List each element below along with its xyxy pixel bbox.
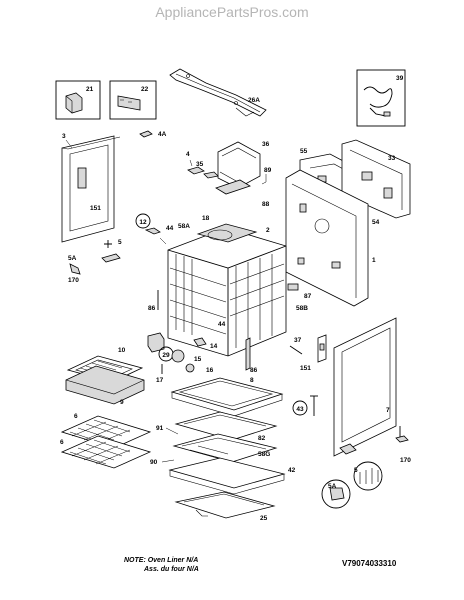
label-22: 22	[141, 86, 149, 93]
label-91: 91	[156, 425, 164, 432]
label-58G: 58G	[258, 451, 270, 458]
part-26A-bracket: 26A	[169, 68, 267, 117]
part-42-shield: 42	[168, 457, 296, 495]
part-5-5A-170-left: 5 5A 170	[68, 239, 122, 284]
label-37: 37	[294, 337, 302, 344]
label-44a: 44	[166, 225, 174, 232]
label-90: 90	[150, 459, 158, 466]
label-58A: 58A	[178, 223, 190, 230]
part-4A-clip: 4A	[139, 130, 167, 138]
part-12: 12 44	[135, 213, 174, 245]
part-14-17: 14 15 16 17	[156, 337, 218, 384]
diagram-code: V79074033310	[342, 559, 397, 568]
note-line-1: NOTE: Oven Liner N/A	[124, 557, 198, 564]
part-3-door: 3 151	[61, 133, 121, 243]
label-4: 4	[186, 151, 190, 158]
label-9: 9	[120, 399, 124, 406]
part-86-87-58B: 86 87 58B	[148, 283, 312, 312]
label-14: 14	[210, 343, 218, 350]
part-22-box: 22	[109, 80, 157, 120]
label-55: 55	[300, 148, 308, 155]
label-35: 35	[196, 161, 204, 168]
label-17: 17	[156, 377, 164, 384]
label-170b: 170	[400, 457, 411, 464]
label-26A: 26A	[248, 97, 260, 104]
label-3: 3	[62, 133, 66, 140]
part-58G-element: 58G 90	[150, 433, 278, 466]
part-9-pan-base: 9	[65, 365, 145, 406]
label-5A-left: 5A	[68, 255, 77, 262]
label-6a: 6	[74, 413, 78, 420]
part-43: 43	[292, 395, 318, 416]
label-87: 87	[304, 293, 312, 300]
label-15: 15	[194, 356, 202, 363]
part-37: 37	[289, 337, 303, 355]
label-39: 39	[396, 75, 404, 82]
part-89: 89	[261, 167, 272, 185]
part-39-box: 39	[356, 69, 406, 127]
label-2: 2	[266, 227, 270, 234]
label-18: 18	[202, 215, 210, 222]
part-4-35-brackets: 4 35	[186, 151, 219, 179]
label-5a: 5	[118, 239, 122, 246]
label-170a: 170	[68, 277, 79, 284]
part-25-plate: 25	[174, 491, 276, 522]
label-7: 7	[386, 407, 390, 414]
label-5A-right: 5A	[328, 483, 337, 490]
label-44b: 44	[218, 321, 226, 328]
label-1: 1	[372, 257, 376, 264]
label-151b: 151	[300, 365, 311, 372]
label-42: 42	[288, 467, 296, 474]
label-4A: 4A	[158, 131, 167, 138]
part-82-tray: 82 91	[156, 411, 278, 442]
label-43: 43	[296, 406, 304, 413]
label-33: 33	[388, 155, 396, 162]
label-151a: 151	[90, 205, 101, 212]
part-36-vent: 36	[215, 141, 270, 195]
label-82: 82	[258, 435, 266, 442]
label-10: 10	[118, 347, 126, 354]
note-line-2: Ass. du four N/A	[143, 566, 199, 573]
label-86b: 86	[250, 367, 258, 374]
label-12: 12	[139, 219, 147, 226]
site-watermark: AppliancePartsPros.com	[155, 4, 308, 20]
label-29: 29	[162, 352, 170, 359]
part-29: 29	[147, 332, 174, 362]
label-6b: 6	[60, 439, 64, 446]
part-1-back-panel: 1	[285, 169, 376, 307]
part-151b-bracket: 151	[300, 334, 327, 372]
label-5b: 5	[354, 467, 358, 474]
label-88: 88	[262, 201, 270, 208]
label-8: 8	[250, 377, 254, 384]
part-86b: 86	[245, 337, 258, 374]
part-6-oven-racks: 6 6	[60, 413, 152, 469]
label-25: 25	[260, 515, 268, 522]
part-8-bottom-tray: 8	[170, 377, 284, 417]
label-16: 16	[206, 367, 214, 374]
label-58B: 58B	[296, 305, 308, 312]
label-89: 89	[264, 167, 272, 174]
part-21-box: 21	[55, 80, 101, 120]
label-36: 36	[262, 141, 270, 148]
label-86a: 86	[148, 305, 156, 312]
label-21: 21	[86, 86, 94, 93]
part-5A-5-170-right: 170 5A 5	[321, 426, 411, 509]
oven-cavity: 18 2 58A 44	[167, 215, 287, 357]
label-54: 54	[372, 219, 380, 226]
part-7-side-panel: 7	[333, 317, 397, 457]
